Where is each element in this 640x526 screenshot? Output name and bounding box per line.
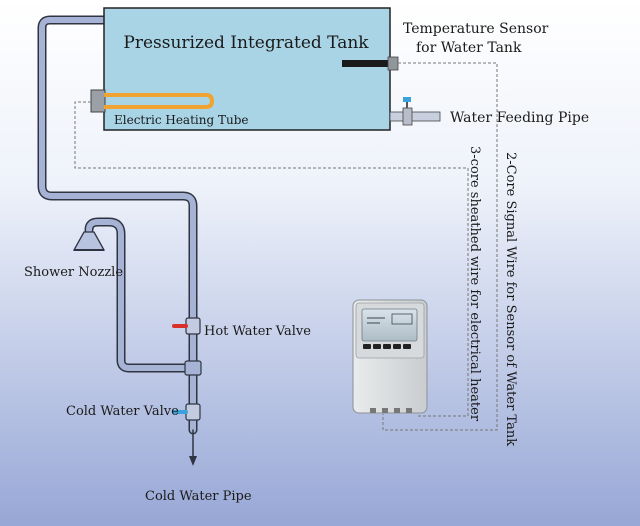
wiring <box>74 62 498 431</box>
temperature-sensor-label-line1: Temperature Sensor <box>403 21 549 37</box>
cold-water-pipe-label: Cold Water Pipe <box>145 489 252 504</box>
pipe-network <box>37 15 198 466</box>
signal-wire-label: 2-Core Signal Wire for Sensor of Water T… <box>503 152 518 446</box>
controller-lcd-screen <box>361 308 418 342</box>
water-feeding-pipe <box>389 97 441 126</box>
water-feeding-pipe-label: Water Feeding Pipe <box>450 110 589 126</box>
shower-nozzle-label: Shower Nozzle <box>24 265 123 280</box>
cold-water-valve <box>172 403 201 421</box>
feed-valve-handle <box>403 97 411 102</box>
heater-flange <box>90 89 106 113</box>
shower-nozzle-icon <box>72 231 106 251</box>
electric-heating-tube: Electric Heating Tube <box>90 89 248 127</box>
signal-wire <box>382 62 498 431</box>
sheathed-wire <box>74 101 469 417</box>
mixing-tee <box>184 360 202 376</box>
controller-cable-ports <box>370 408 412 413</box>
hot-water-valve-label: Hot Water Valve <box>204 324 311 339</box>
controller-buttons <box>363 344 411 349</box>
pressurized-tank: Pressurized Integrated Tank <box>103 7 391 131</box>
hot-water-valve <box>172 317 201 335</box>
sheathed-wire-label: 3-core sheathed wire for electrical heat… <box>467 146 482 422</box>
tank-title: Pressurized Integrated Tank <box>123 33 369 53</box>
heating-tube-label: Electric Heating Tube <box>114 113 248 127</box>
flow-arrow-icon <box>189 456 197 466</box>
temperature-sensor-label-line2: for Water Tank <box>416 40 522 56</box>
cold-water-valve-label: Cold Water Valve <box>66 404 179 419</box>
controller-unit <box>352 299 428 414</box>
